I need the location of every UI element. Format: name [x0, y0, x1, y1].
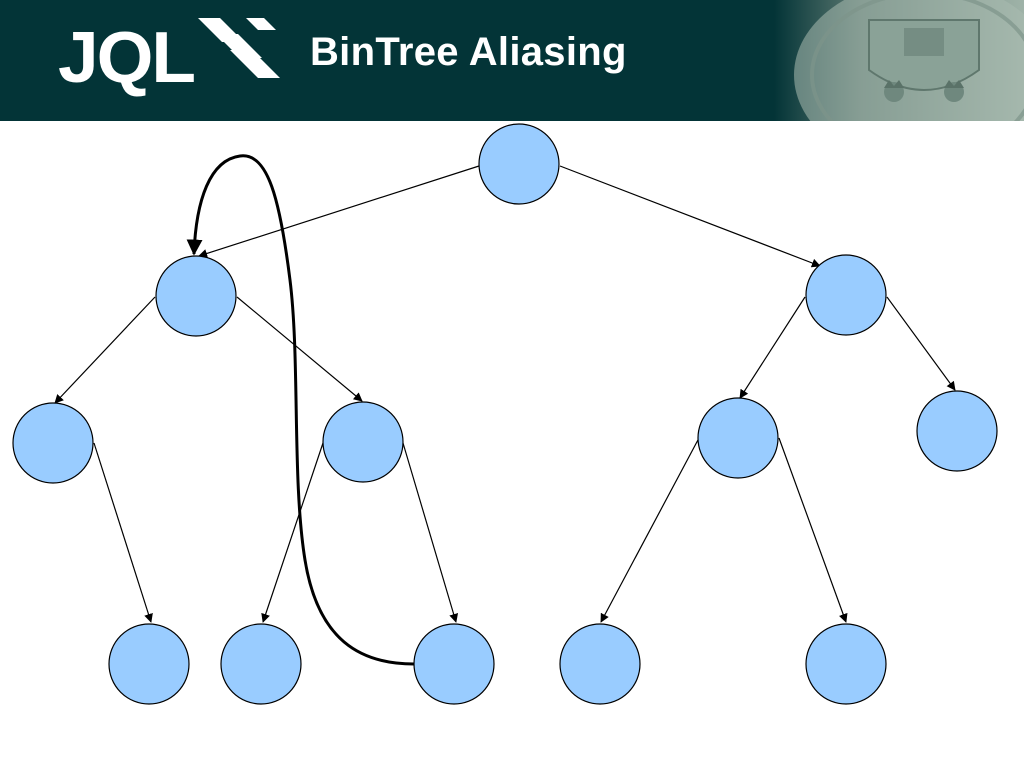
edge-leftright-leafleft	[261, 442, 324, 623]
jql-logo: JQL	[58, 18, 280, 98]
node-right-right	[916, 390, 998, 472]
slide-title: BinTree Aliasing	[310, 30, 627, 74]
edge-root-left	[198, 165, 480, 258]
node-leaf-2	[220, 623, 302, 705]
node-leaf-5	[805, 623, 887, 705]
node-leaf-1	[108, 623, 190, 705]
node-leaf-3	[413, 623, 495, 705]
edge-left-leftright	[236, 296, 363, 402]
node-leaf-4	[559, 623, 641, 705]
node-left-right	[322, 401, 404, 483]
edge-rightleft-leafleft	[600, 437, 700, 623]
alias-arrow	[186, 154, 415, 666]
logo-stripes-icon	[198, 18, 280, 78]
edge-root-right	[559, 165, 821, 268]
edge-leftleft-leaf	[93, 442, 153, 623]
node-root	[478, 123, 560, 205]
slide-header: JQL BinTree Aliasing	[0, 0, 1024, 121]
edge-right-rightright	[886, 296, 956, 391]
edge-rightleft-leafright	[778, 437, 848, 623]
node-left	[155, 255, 237, 337]
svg-text:JQL: JQL	[58, 18, 194, 98]
tree-nodes	[12, 123, 998, 705]
edge-leftright-leafright	[402, 442, 459, 623]
tree-edges	[54, 165, 956, 623]
node-left-left	[12, 402, 94, 484]
node-right-left	[697, 397, 779, 479]
binary-tree-diagram	[12, 123, 998, 705]
crest-emblem-icon	[774, 0, 1024, 121]
edge-right-rightleft	[739, 296, 806, 399]
node-right	[805, 254, 887, 336]
edge-left-leftleft	[54, 296, 156, 404]
